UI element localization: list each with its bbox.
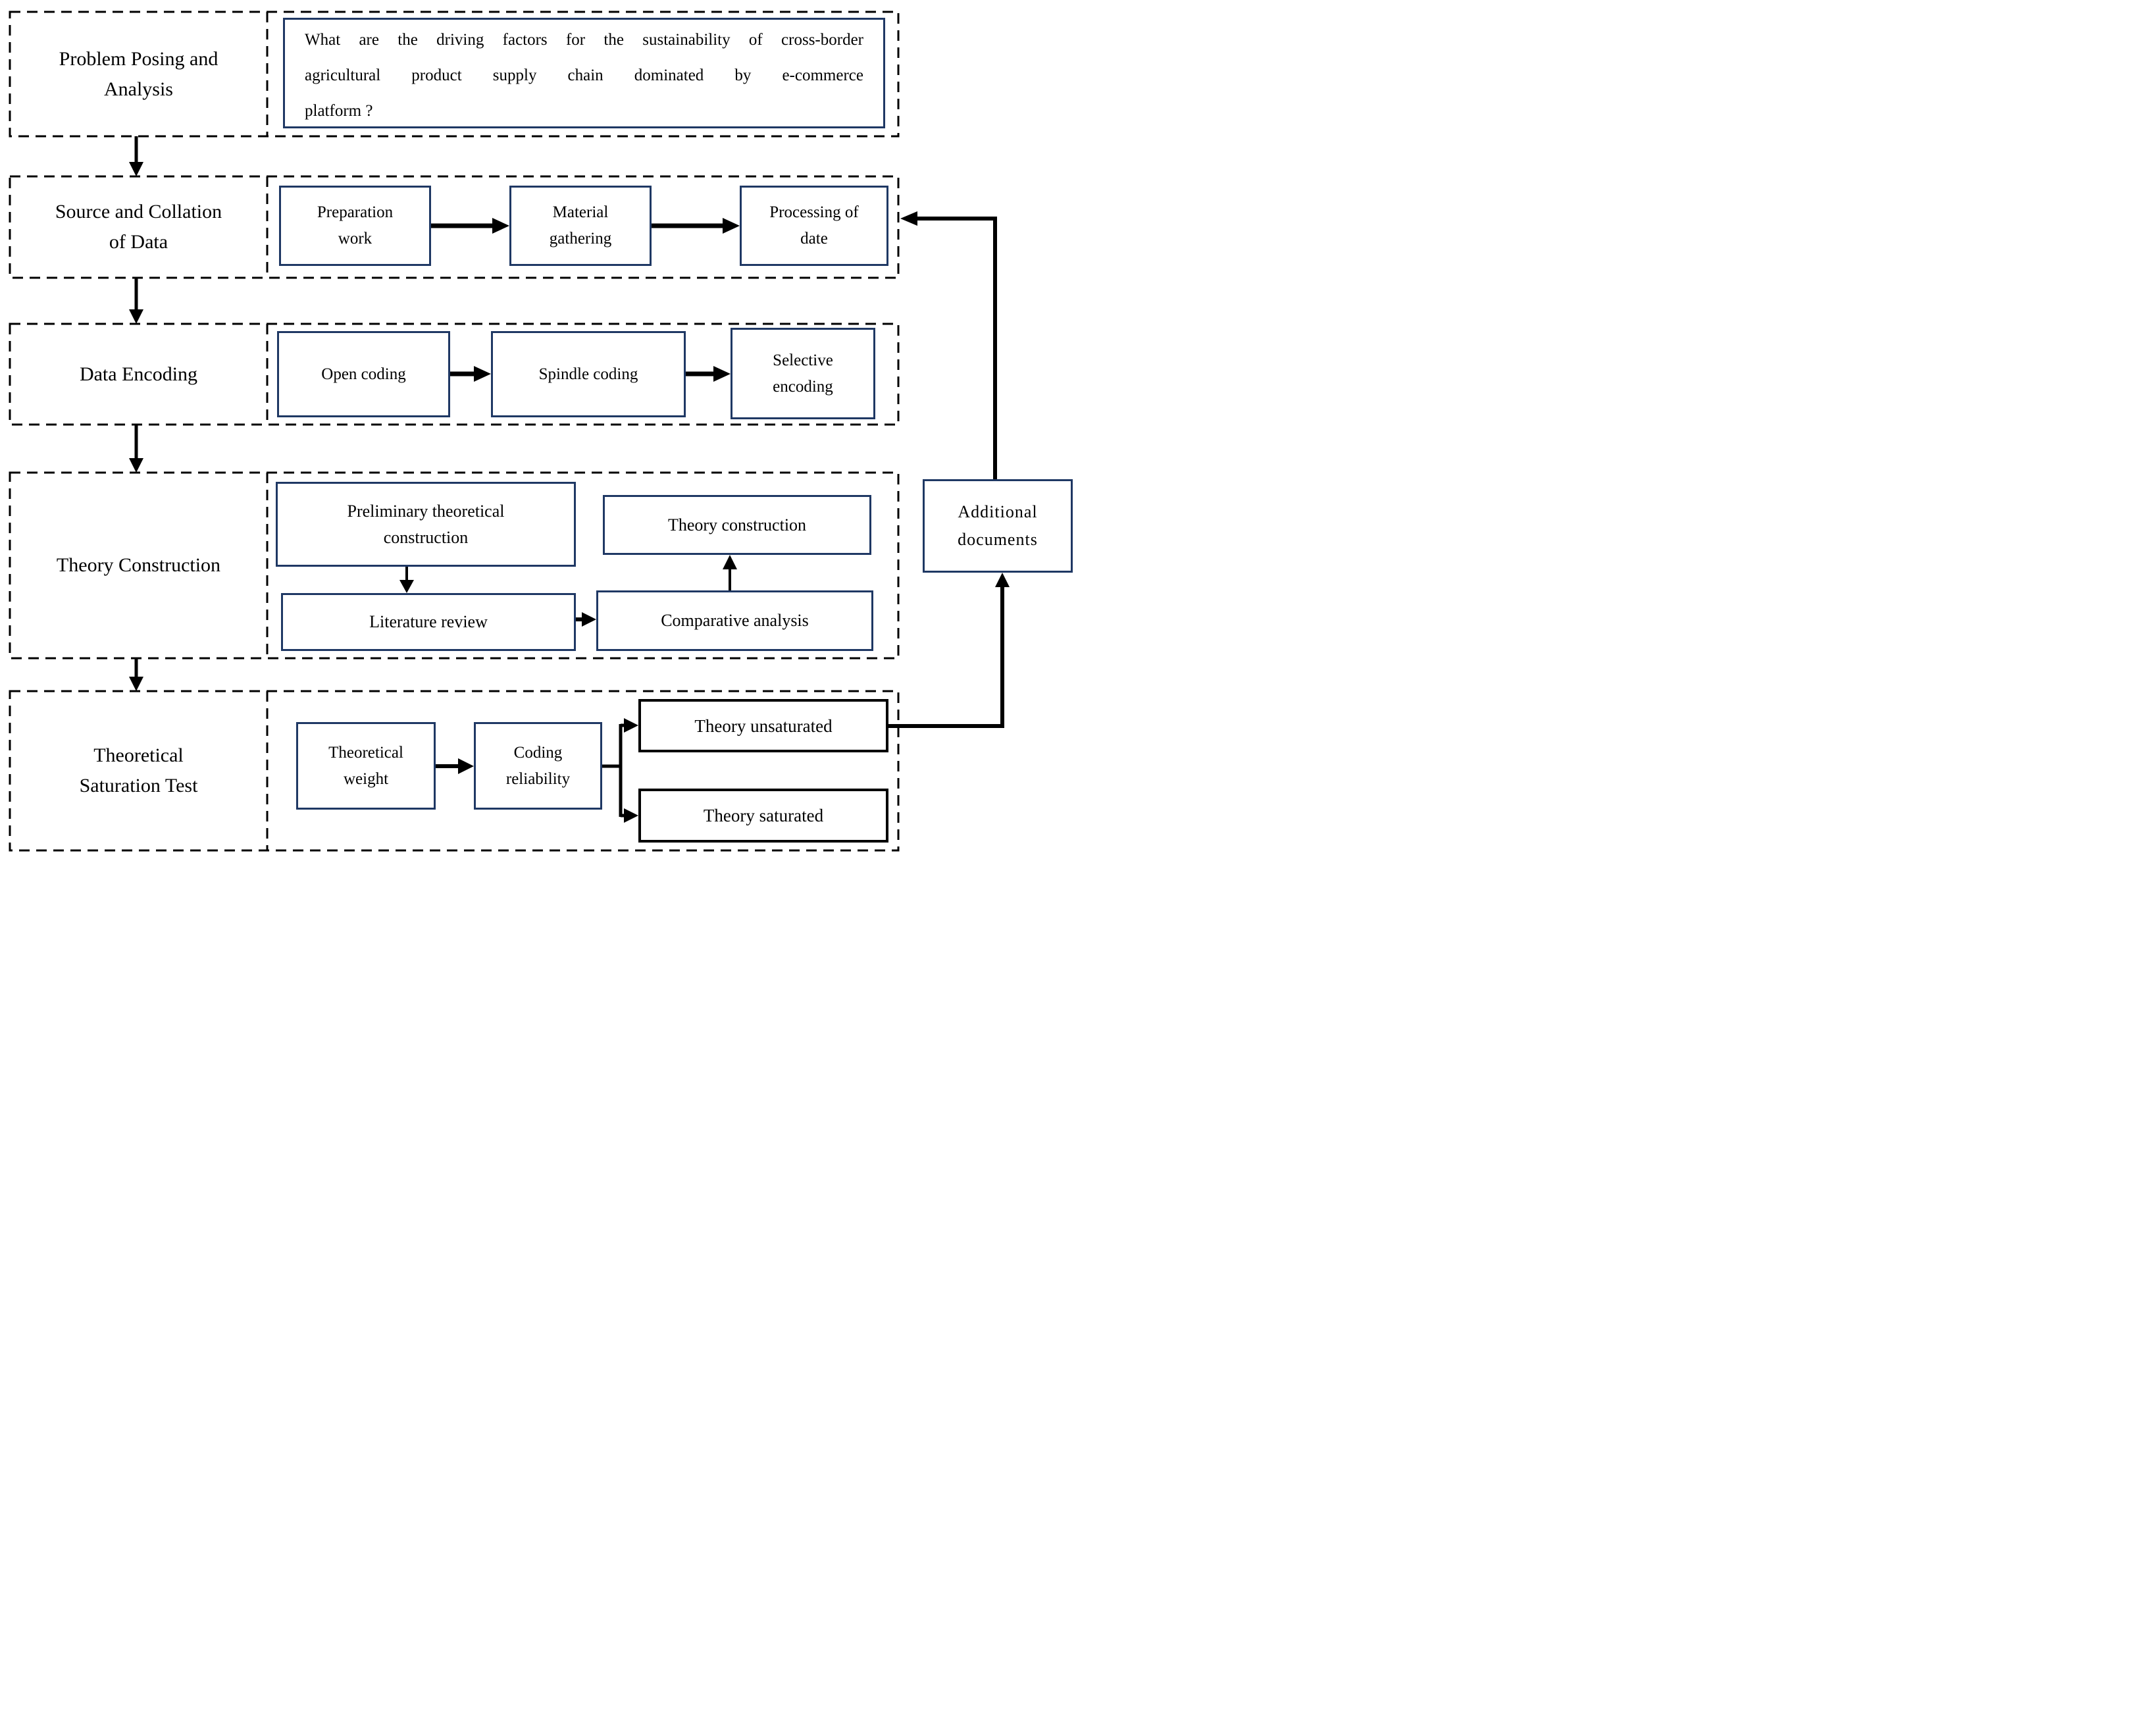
box-preliminary-theoretical-construction: Preliminary theoretical construction [276, 482, 576, 567]
box-theory-unsaturated: Theory unsaturated [638, 699, 888, 752]
row-source-arrows [431, 218, 740, 234]
box-material-gathering: Material gathering [509, 186, 652, 266]
box-additional-documents: Additional documents [923, 479, 1073, 573]
row-theory-container [9, 471, 900, 660]
stage-label-source-collation: Source and Collation of Data [55, 201, 222, 253]
stage-label-theory-construction: Theory Construction [56, 554, 221, 576]
research-question-line-2: agricultural product supply chain domina… [305, 66, 863, 84]
stage-flow-arrows [129, 136, 143, 691]
arrow-material-to-processing [652, 218, 740, 234]
connector-layer [9, 11, 1010, 852]
box-theory-saturated: Theory saturated [638, 789, 888, 843]
stage-label-problem-posing: Problem Posing and Analysis [59, 47, 218, 100]
branch-reliability-to-results [602, 718, 638, 823]
arrow-spindle-to-selective [686, 366, 731, 382]
stage-label-data-encoding: Data Encoding [79, 363, 198, 385]
box-theoretical-weight: Theoretical weight [296, 722, 436, 810]
arrow-literature-to-comparative [576, 612, 596, 627]
box-preparation-work: Preparation work [279, 186, 431, 266]
arrow-theory-to-saturation [129, 658, 143, 691]
arrow-preliminary-to-literature [399, 567, 414, 593]
box-literature-review: Literature review [281, 593, 576, 651]
box-processing-of-date: Processing of date [740, 186, 888, 266]
box-open-coding: Open coding [277, 331, 450, 417]
arrow-source-to-encoding [129, 278, 143, 324]
research-question-line-1: What are the driving factors for the sus… [305, 31, 863, 49]
arrow-problem-to-source [129, 136, 143, 176]
row-saturation-arrows [436, 718, 638, 823]
research-question-line-3: platform ? [305, 102, 373, 120]
arrow-weight-to-reliability [436, 758, 474, 774]
box-comparative-analysis: Comparative analysis [596, 590, 873, 651]
row-theory-arrows [399, 555, 737, 627]
box-coding-reliability: Coding reliability [474, 722, 602, 810]
box-selective-encoding: Selective encoding [731, 328, 875, 419]
arrow-comparative-to-theoryconstruction [723, 555, 737, 590]
flowchart-canvas: Problem Posing and Analysis Source and C… [0, 0, 1078, 858]
row-encoding-arrows [450, 366, 731, 382]
stage-containers [9, 11, 900, 852]
connector-unsaturated-to-additional [888, 573, 1010, 728]
box-theory-construction: Theory construction [603, 495, 871, 555]
row-problem-container [9, 11, 900, 138]
stage-label-theoretical-saturation: Theoretical Saturation Test [79, 744, 198, 796]
feedback-loop [888, 211, 1010, 728]
arrow-encoding-to-theory [129, 425, 143, 473]
arrow-preparation-to-material [431, 218, 509, 234]
row-saturation-container [9, 690, 900, 852]
research-question-box: What are the driving factors for the sus… [283, 18, 885, 128]
connector-additional-to-processing [900, 211, 997, 479]
box-spindle-coding: Spindle coding [491, 331, 686, 417]
arrow-open-to-spindle [450, 366, 491, 382]
